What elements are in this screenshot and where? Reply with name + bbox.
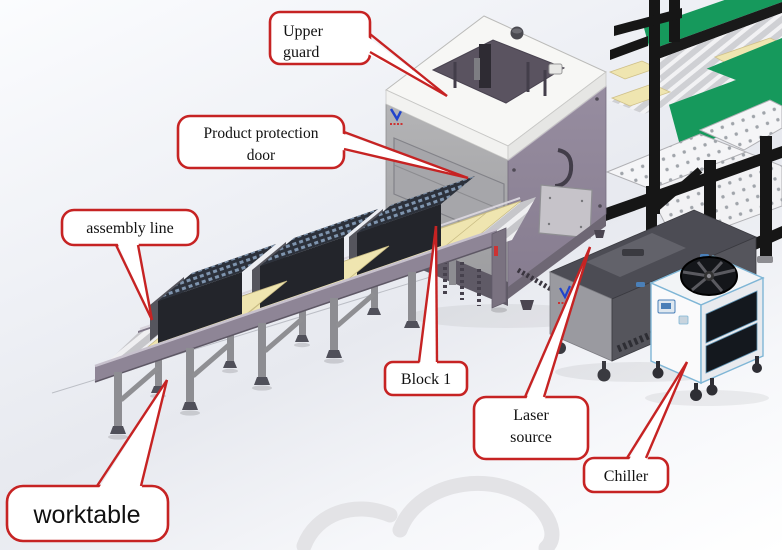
label-upper-guard-1: Upper bbox=[283, 23, 324, 40]
battery-block-2 bbox=[245, 209, 390, 316]
label-worktable: worktable bbox=[33, 501, 141, 529]
label-block-1: Block 1 bbox=[401, 371, 451, 388]
label-laser-source-1: Laser bbox=[513, 407, 549, 424]
callout-upper-guard bbox=[268, 10, 372, 66]
label-laser-source-2: source bbox=[510, 429, 552, 446]
laser-welding-machine bbox=[385, 15, 607, 328]
upper-guard-cover bbox=[385, 15, 607, 161]
label-chiller: Chiller bbox=[604, 468, 649, 485]
chiller-fan bbox=[680, 256, 738, 296]
callout-worktable bbox=[5, 484, 170, 543]
callout-chiller bbox=[582, 456, 670, 494]
machine-base bbox=[500, 214, 606, 305]
battery-block-1 bbox=[143, 244, 288, 351]
label-upper-guard-2: guard bbox=[283, 44, 319, 61]
door-handle bbox=[554, 148, 574, 188]
worktable-legs bbox=[108, 272, 420, 440]
top-opening bbox=[431, 39, 566, 104]
chiller-unit bbox=[645, 255, 769, 406]
label-product-protection-door-2: door bbox=[247, 147, 276, 164]
laser-head bbox=[479, 44, 491, 88]
label-product-protection-door-1: Product protection bbox=[204, 125, 319, 142]
side-window-panel bbox=[538, 184, 593, 239]
leader-lines bbox=[95, 33, 689, 491]
chiller-casters bbox=[652, 356, 762, 401]
assembly-line-conveyor bbox=[94, 176, 536, 440]
machine-corner-post bbox=[491, 227, 507, 309]
watermark-curves bbox=[296, 475, 560, 550]
label-assembly-line: assembly line bbox=[86, 220, 174, 237]
callouts: Upper guard Product protection door asse… bbox=[5, 10, 689, 543]
